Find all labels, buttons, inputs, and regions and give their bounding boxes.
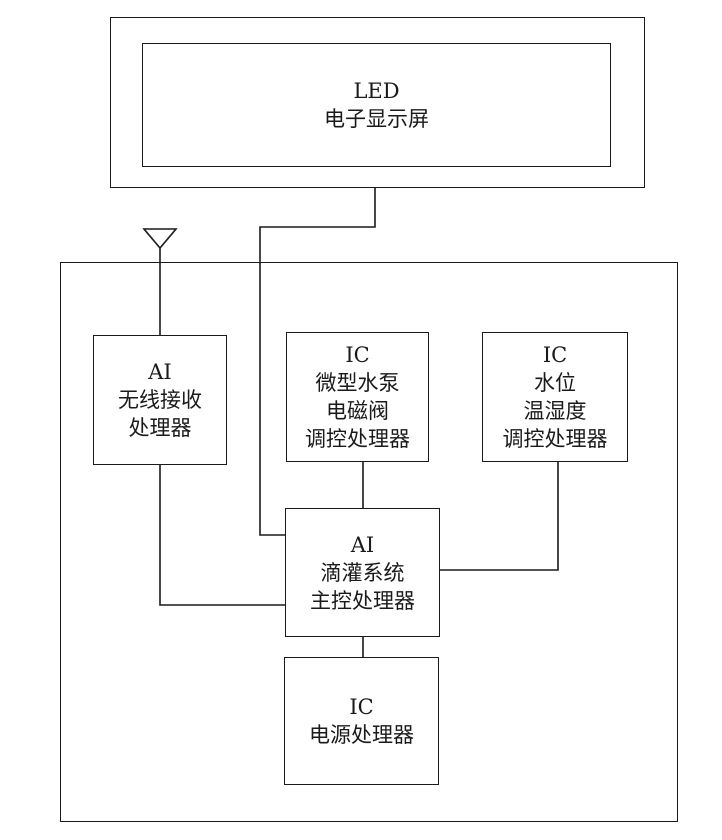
ic-pump-line-4: 调控处理器 [305, 427, 410, 451]
ic-pump-line-3: 电磁阀 [326, 399, 389, 423]
ai-main-line-1: AI [350, 532, 375, 557]
ic-water-line-1: IC [542, 343, 568, 367]
led-display-outer-frame [110, 17, 645, 188]
ai-wireless-line-1: AI [148, 360, 172, 384]
ic-water-line-4: 调控处理器 [502, 427, 608, 451]
ai-wireless-receiver-box: AI 无线接收 处理器 [93, 335, 227, 465]
ic-power-line-1: IC [349, 695, 374, 719]
ic-water-line-2: 水位 [534, 371, 576, 395]
ic-water-level-box: IC 水位 温湿度 调控处理器 [482, 332, 628, 462]
ic-pump-line-1: IC [345, 343, 370, 367]
ai-main-controller-box: AI 滴灌系统 主控处理器 [285, 508, 440, 637]
ai-main-line-3: 主控处理器 [310, 588, 415, 613]
system-enclosure [60, 262, 678, 822]
ic-pump-line-2: 微型水泵 [315, 371, 400, 395]
wire-led-to-main [259, 188, 376, 536]
led-display-box: LED 电子显示屏 [142, 43, 611, 167]
ic-water-line-3: 温湿度 [523, 399, 587, 423]
ic-power-processor-box: IC 电源处理器 [284, 657, 439, 785]
wire-wireless-to-main [159, 465, 285, 606]
ai-main-line-2: 滴灌系统 [320, 560, 405, 585]
ic-power-line-2: 电源处理器 [309, 723, 414, 747]
ai-wireless-line-2: 无线接收 [118, 388, 202, 412]
led-display-line-2: 电子显示屏 [324, 107, 429, 131]
led-display-line-1: LED [353, 79, 400, 103]
ic-pump-valve-box: IC 微型水泵 电磁阀 调控处理器 [286, 332, 429, 462]
wire-water-to-main [440, 462, 559, 571]
ai-wireless-line-3: 处理器 [128, 416, 192, 440]
antenna-icon [142, 228, 178, 250]
